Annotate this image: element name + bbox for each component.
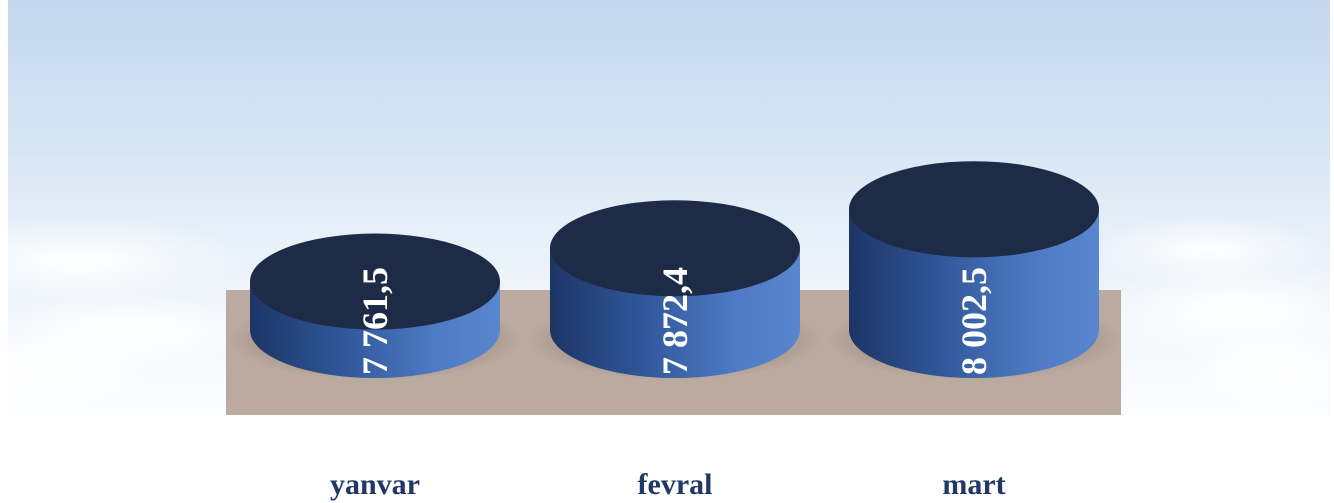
category-label: yanvar <box>330 468 420 501</box>
cloud-shape <box>1178 330 1330 410</box>
bar-value-label: 7 761,5 <box>355 267 395 375</box>
bar-body <box>849 209 1099 378</box>
category-label: mart <box>942 468 1006 501</box>
bar-value-label: 7 872,4 <box>655 267 695 375</box>
bar-top <box>250 233 500 330</box>
bar-top <box>550 200 800 297</box>
cloud-shape <box>8 215 248 305</box>
chart-plot: 7 761,5 7 872,4 8 002,5 <box>8 161 1330 415</box>
bar-cylinder: 7 761,5 <box>228 233 522 380</box>
bar-cylinder: 7 872,4 <box>528 200 822 380</box>
cloud-shape <box>8 330 158 410</box>
bar-top <box>849 161 1099 258</box>
category-label: fevral <box>637 468 713 501</box>
cloud-shape <box>1088 215 1328 285</box>
chart-background: 7 761,5 7 872,4 8 002,5 <box>8 0 1330 415</box>
bar-cylinder: 8 002,5 <box>827 161 1121 380</box>
bar-value-label: 8 002,5 <box>954 267 994 375</box>
